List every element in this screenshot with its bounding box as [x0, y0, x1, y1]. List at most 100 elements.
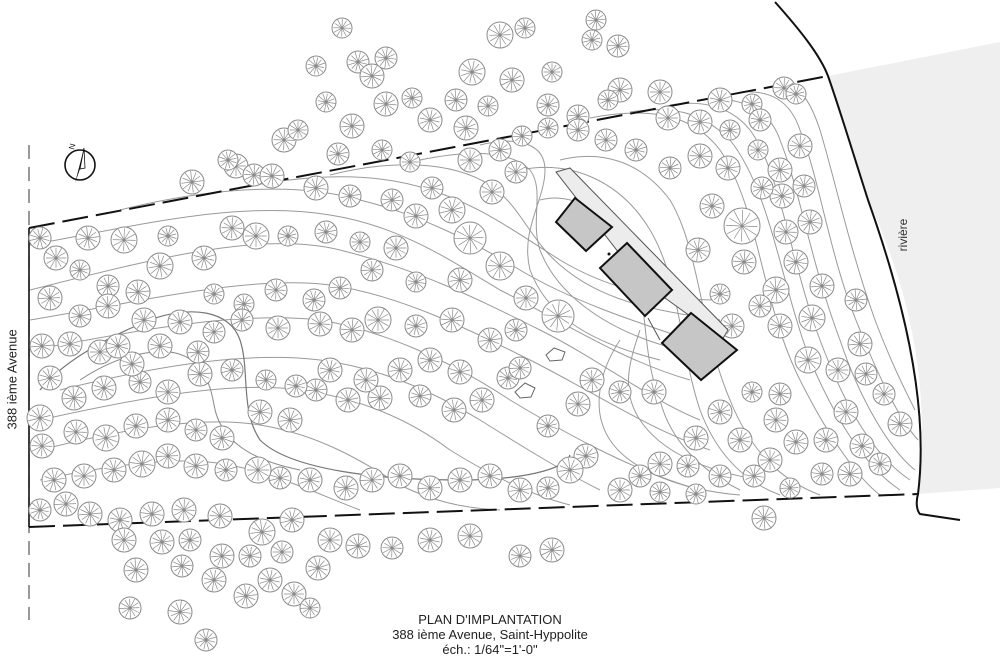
- tree-canopy-icon: [438, 196, 466, 224]
- tree-canopy-icon: [537, 117, 559, 139]
- north-arrow-icon: N: [64, 142, 96, 183]
- tree-canopy-icon: [28, 498, 52, 522]
- tree-canopy-icon: [628, 464, 652, 488]
- tree-canopy-icon: [536, 93, 560, 117]
- tree-canopy-icon: [219, 215, 245, 241]
- tree-canopy-icon: [417, 475, 443, 501]
- tree-canopy-icon: [785, 83, 807, 105]
- tree-canopy-icon: [28, 226, 52, 250]
- tree-canopy-icon: [202, 320, 226, 344]
- tree-canopy-icon: [556, 456, 584, 484]
- tree-canopy-icon: [333, 475, 359, 501]
- tree-canopy-icon: [265, 315, 291, 341]
- building-marker: [607, 252, 611, 256]
- tree-canopy-icon: [401, 87, 423, 109]
- tree-canopy-icon: [453, 115, 479, 141]
- tree-canopy-icon: [303, 175, 329, 201]
- tree-canopy-icon: [71, 463, 97, 489]
- tree-canopy-icon: [757, 447, 783, 473]
- tree-canopy-icon: [209, 543, 235, 569]
- tree-canopy-icon: [403, 203, 429, 229]
- tree-canopy-icon: [345, 533, 371, 559]
- tree-canopy-icon: [255, 369, 277, 391]
- tree-canopy-icon: [748, 108, 772, 132]
- tree-canopy-icon: [685, 483, 707, 505]
- tree-canopy-icon: [29, 433, 55, 459]
- tree-canopy-icon: [844, 288, 868, 312]
- tree-canopy-icon: [264, 278, 288, 302]
- tree-canopy-icon: [374, 46, 398, 70]
- tree-canopy-icon: [715, 155, 741, 181]
- tree-canopy-icon: [167, 309, 193, 335]
- tree-canopy-icon: [191, 245, 217, 271]
- tree-group: [26, 9, 913, 652]
- tree-canopy-icon: [194, 628, 218, 652]
- tree-canopy-icon: [183, 453, 209, 479]
- rock-2: [514, 382, 536, 399]
- tree-canopy-icon: [606, 34, 630, 58]
- tree-canopy-icon: [854, 362, 878, 386]
- tree-canopy-icon: [349, 231, 371, 253]
- tree-canopy-icon: [53, 491, 79, 517]
- tree-canopy-icon: [783, 249, 809, 275]
- tree-canopy-icon: [61, 385, 87, 411]
- tree-canopy-icon: [339, 317, 365, 343]
- rock-1: [545, 347, 566, 362]
- tree-canopy-icon: [302, 288, 326, 312]
- tree-canopy-icon: [833, 399, 859, 425]
- tree-canopy-icon: [326, 142, 350, 166]
- tree-canopy-icon: [77, 501, 103, 527]
- tree-canopy-icon: [209, 425, 235, 451]
- plan-scale: éch.: 1/64"=1'-0": [442, 642, 538, 657]
- tree-canopy-icon: [514, 17, 536, 39]
- tree-canopy-icon: [723, 207, 761, 245]
- tree-canopy-icon: [872, 382, 896, 406]
- tree-canopy-icon: [63, 419, 89, 445]
- tree-canopy-icon: [727, 427, 753, 453]
- tree-canopy-icon: [511, 125, 533, 147]
- tree-canopy-icon: [810, 462, 834, 486]
- tree-canopy-icon: [339, 113, 365, 139]
- tree-canopy-icon: [585, 9, 607, 31]
- tree-canopy-icon: [147, 333, 173, 359]
- tree-canopy-icon: [699, 193, 725, 219]
- tree-canopy-icon: [277, 225, 299, 247]
- tree-canopy-icon: [387, 357, 413, 383]
- tree-canopy-icon: [504, 318, 528, 342]
- tree-canopy-icon: [220, 358, 244, 382]
- tree-canopy-icon: [508, 356, 532, 380]
- tree-canopy-icon: [37, 365, 63, 391]
- tree-canopy-icon: [399, 151, 421, 173]
- tree-canopy-icon: [155, 379, 181, 405]
- tree-canopy-icon: [29, 333, 55, 359]
- tree-canopy-icon: [457, 523, 483, 549]
- tree-canopy-icon: [579, 367, 605, 393]
- tree-canopy-icon: [371, 139, 393, 161]
- tree-canopy-icon: [257, 567, 283, 593]
- tree-canopy-icon: [477, 463, 503, 489]
- tree-canopy-icon: [186, 340, 210, 364]
- tree-canopy-icon: [847, 331, 873, 357]
- tree-canopy-icon: [742, 464, 766, 488]
- tree-canopy-icon: [367, 385, 393, 411]
- tree-canopy-icon: [125, 279, 151, 305]
- tree-canopy-icon: [111, 527, 137, 553]
- tree-canopy-icon: [214, 458, 238, 482]
- tree-canopy-icon: [364, 306, 392, 334]
- tree-canopy-icon: [444, 88, 468, 112]
- tree-canopy-icon: [447, 267, 473, 293]
- tree-canopy-icon: [41, 467, 67, 493]
- tree-canopy-icon: [541, 61, 563, 83]
- tree-canopy-icon: [813, 427, 839, 453]
- tree-canopy-icon: [809, 273, 835, 299]
- tree-canopy-icon: [768, 382, 792, 406]
- tree-canopy-icon: [565, 391, 591, 417]
- tree-canopy-icon: [335, 387, 361, 413]
- tree-canopy-icon: [747, 139, 769, 161]
- tree-canopy-icon: [581, 29, 603, 51]
- tree-canopy-icon: [508, 544, 532, 568]
- tree-canopy-icon: [305, 555, 331, 581]
- tree-canopy-icon: [119, 351, 145, 377]
- tree-canopy-icon: [849, 433, 875, 459]
